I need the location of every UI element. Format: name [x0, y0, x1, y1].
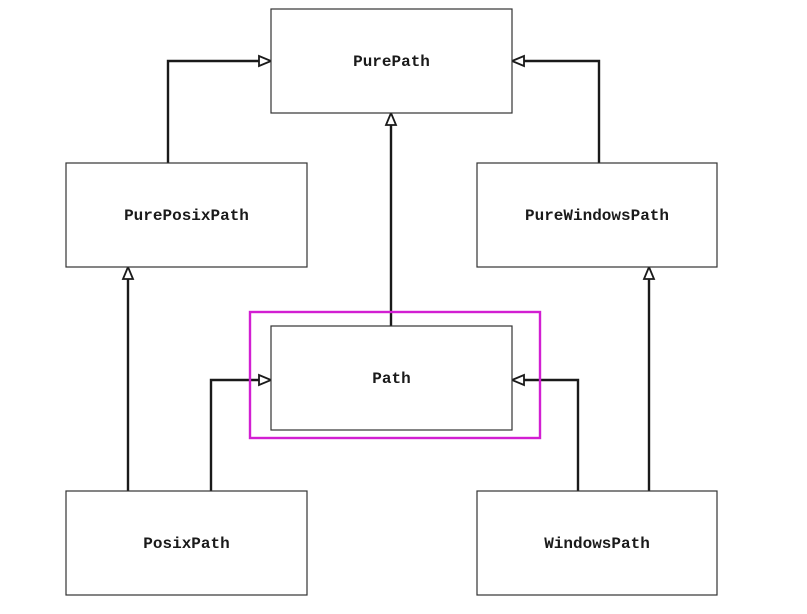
node-box-path — [270, 325, 513, 431]
node-box-posixpath — [65, 490, 308, 596]
node-box-purepath — [270, 8, 513, 114]
edge-pureposixpath-to-purepath — [166, 54, 274, 163]
edge-line — [209, 378, 259, 491]
node-posixpath: PosixPath — [65, 490, 308, 596]
edge-purewindowspath-to-purepath — [509, 54, 601, 163]
highlight-box — [248, 310, 542, 440]
edge-line — [524, 378, 580, 491]
nodes-layer: PurePath PurePosixPath PureWindowsPath P… — [65, 8, 718, 596]
node-label-path: Path — [372, 370, 410, 388]
edge-windowspath-to-purewindowspath — [642, 264, 656, 491]
node-label-purewindowspath: PureWindowsPath — [525, 207, 669, 225]
node-path: Path — [270, 325, 513, 431]
node-label-pureposixpath: PurePosixPath — [124, 207, 249, 225]
node-box-windowspath — [476, 490, 718, 596]
inheritance-arrowhead-icon — [258, 373, 274, 387]
highlight-layer — [248, 310, 542, 440]
node-purewindowspath: PureWindowsPath — [476, 162, 718, 268]
node-box-pureposixpath — [65, 162, 308, 268]
inheritance-arrowhead-icon — [121, 264, 135, 280]
node-box-purewindowspath — [476, 162, 718, 268]
node-label-windowspath: WindowsPath — [544, 535, 650, 553]
inheritance-arrowhead-icon — [258, 54, 274, 68]
edges-layer — [121, 54, 656, 491]
inheritance-arrowhead-icon — [642, 264, 656, 280]
inheritance-arrowhead-icon — [509, 373, 525, 387]
node-windowspath: WindowsPath — [476, 490, 718, 596]
node-label-posixpath: PosixPath — [143, 535, 229, 553]
node-label-purepath: PurePath — [353, 53, 430, 71]
inheritance-arrowhead-icon — [384, 110, 398, 126]
edge-posixpath-to-path — [209, 373, 274, 491]
node-pureposixpath: PurePosixPath — [65, 162, 308, 268]
edge-line — [524, 59, 601, 163]
edge-line — [166, 59, 259, 163]
edge-windowspath-to-path — [509, 373, 580, 491]
inheritance-arrowhead-icon — [509, 54, 525, 68]
edge-posixpath-to-pureposixpath — [121, 264, 135, 491]
node-purepath: PurePath — [270, 8, 513, 114]
edge-path-to-purepath — [384, 110, 398, 326]
